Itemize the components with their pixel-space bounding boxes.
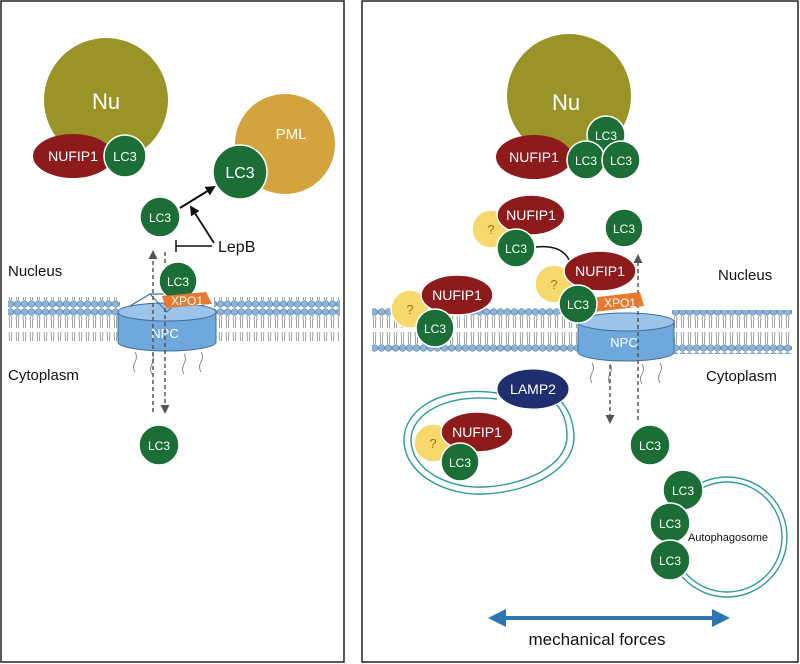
right-xpo1-label: XPO1 — [604, 296, 636, 310]
mechanical-forces-label: mechanical forces — [528, 630, 665, 649]
right-lc3-auto-3 — [649, 539, 691, 581]
left-lc3-free-label: LC3 — [149, 211, 171, 225]
right-question-4-label: ? — [429, 436, 436, 451]
right-lc3-4-label: LC3 — [424, 322, 446, 336]
right-nucleolus-label: Nu — [552, 90, 580, 115]
right-question-3-label: ? — [406, 302, 413, 317]
right-lc3-2-label: LC3 — [505, 242, 527, 256]
right-nucleus-label: Nucleus — [718, 267, 772, 284]
right-nufip1-nucleolus — [496, 135, 572, 179]
right-question-2-label: ? — [550, 277, 557, 292]
right-lamp2-label: LAMP2 — [510, 381, 556, 397]
left-membrane-left — [8, 297, 120, 341]
left-xpo1 — [162, 292, 212, 308]
right-lc3-auto-2-label: LC3 — [659, 517, 681, 531]
left-lc3-nucleolus-label: LC3 — [113, 149, 137, 164]
right-nufip1-nucleolus-label: NUFIP1 — [509, 149, 559, 165]
right-npc-label: NPC — [610, 335, 637, 350]
right-lc3-nu-right — [601, 140, 641, 180]
left-xpo1-label: XPO1 — [171, 294, 203, 308]
right-lysosome-inner — [410, 397, 568, 488]
left-cytoplasm-label: Cytoplasm — [8, 367, 79, 384]
left-nucleolus — [44, 38, 168, 162]
left-panel: NPC Nu NUFIP1 LC3 PML LC3 LC3 LepB LC3 X… — [8, 38, 340, 466]
right-lysosome-outer — [403, 390, 575, 495]
left-lc3-nucleolus — [103, 134, 147, 178]
right-nufip1-2-label: NUFIP1 — [506, 207, 556, 223]
right-lc3-2 — [496, 228, 536, 268]
left-npc: NPC — [117, 293, 217, 375]
right-lc3-5-label: LC3 — [449, 456, 471, 470]
right-lc3-auto-3-label: LC3 — [659, 554, 681, 568]
left-nufip1-label: NUFIP1 — [48, 148, 98, 164]
left-membrane-right — [214, 297, 340, 341]
left-nucleus-label: Nucleus — [8, 263, 62, 280]
left-arrow-lepb-to-pml — [189, 205, 215, 244]
left-nufip1 — [33, 134, 113, 178]
left-lc3-cytoplasm — [138, 424, 180, 466]
right-nufip1-3-label: NUFIP1 — [575, 263, 625, 279]
right-npc: NPC — [577, 312, 675, 385]
left-lc3-free — [139, 196, 181, 238]
right-nufip1-4-label: NUFIP1 — [432, 287, 482, 303]
right-panel: NPC Nu NUFIP1 LC3 LC3 LC3 ? NUFIP1 LC3 L… — [372, 34, 792, 649]
right-xpo1 — [590, 292, 644, 312]
right-lamp2 — [496, 368, 570, 410]
left-lc3-pml-label: LC3 — [225, 165, 254, 182]
right-inhibition-curve — [535, 245, 571, 263]
left-pml-label: PML — [276, 126, 307, 143]
right-lc3-export — [604, 208, 644, 248]
right-lc3-3-label: LC3 — [567, 298, 589, 312]
left-lc3-npc-label: LC3 — [167, 275, 189, 289]
right-lc3-5 — [440, 442, 480, 482]
right-lc3-3 — [558, 284, 598, 324]
right-nufip1-5-label: NUFIP1 — [452, 424, 502, 440]
left-arrow-lc3-to-pml — [179, 185, 216, 209]
right-lc3-cytoplasm-label: LC3 — [639, 439, 661, 453]
right-lc3-4 — [415, 308, 455, 348]
left-lc3-pml — [212, 144, 268, 200]
right-lc3-nu-right-label: LC3 — [610, 154, 632, 168]
left-lepb-label: LepB — [218, 239, 255, 256]
right-lc3-auto-1-label: LC3 — [672, 484, 694, 498]
right-lc3-nu-left-label: LC3 — [575, 154, 597, 168]
left-lc3-cytoplasm-label: LC3 — [148, 439, 170, 453]
left-nucleolus-label: Nu — [92, 89, 120, 114]
right-cytoplasm-label: Cytoplasm — [706, 368, 777, 385]
left-npc-label: NPC — [151, 326, 178, 341]
right-question-1-label: ? — [487, 222, 494, 237]
right-nufip1-3 — [563, 250, 637, 292]
right-membrane-right — [672, 310, 792, 354]
right-lc3-cytoplasm — [629, 424, 671, 466]
right-lc3-export-label: LC3 — [613, 222, 635, 236]
right-lc3-nu-top-label: LC3 — [595, 129, 617, 143]
right-nufip1-2 — [496, 194, 566, 236]
right-nufip1-4 — [420, 274, 494, 316]
autophagosome-label: Autophagosome — [688, 532, 768, 544]
